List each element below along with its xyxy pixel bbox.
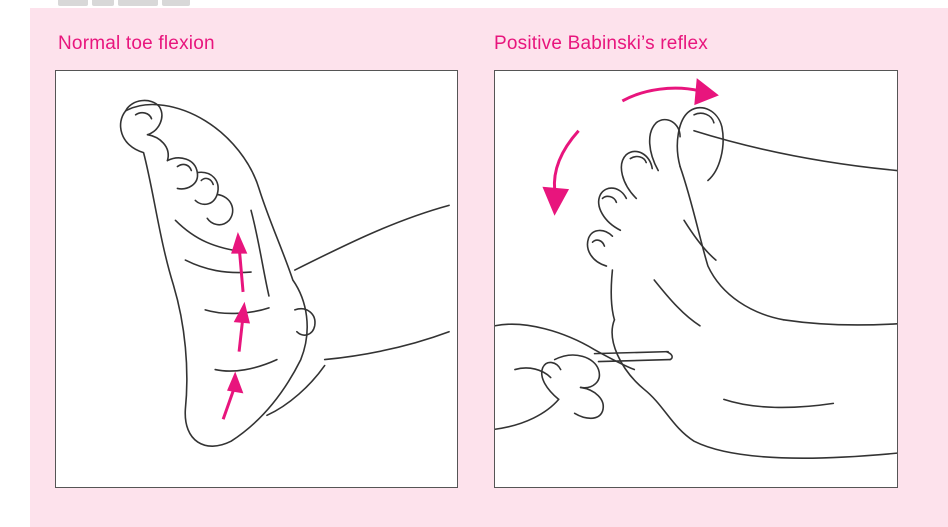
normal-toe-flexion-caption: Normal toe flexion [58, 33, 215, 55]
cropped-heading-remnant [58, 0, 258, 8]
toe-fanning-arrow-icon [545, 131, 579, 213]
foot-sole-illustration [56, 71, 457, 487]
normal-toe-flexion-panel [55, 70, 458, 488]
foot-illustration [495, 71, 897, 487]
positive-babinski-caption: Positive Babinski’s reflex [494, 33, 708, 55]
toe-extension-arrow-icon [622, 81, 716, 103]
hand-holding-instrument-illustration [495, 324, 672, 429]
positive-babinski-panel [494, 70, 898, 488]
